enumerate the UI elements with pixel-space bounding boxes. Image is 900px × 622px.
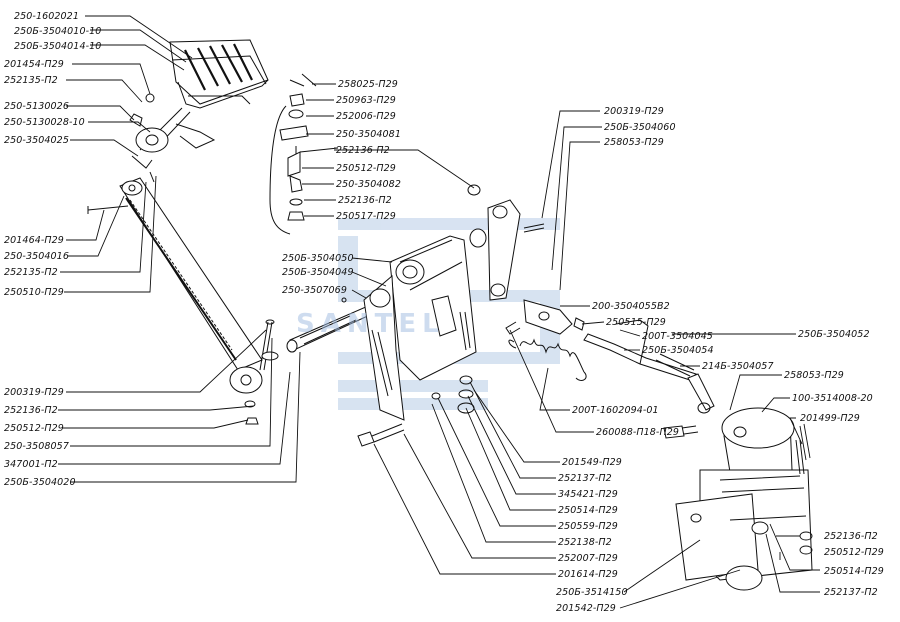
clevis-fork [505, 299, 585, 335]
part-label: 250559-П29 [558, 521, 618, 532]
pedal-bracket [363, 235, 477, 421]
part-label: 250515-П29 [606, 317, 666, 328]
part-label: 252135-П2 [4, 267, 58, 278]
part-label: 345421-П29 [558, 489, 618, 500]
part-label: 100-3514008-20 [792, 393, 873, 404]
part-label: 200Т-3504045 [642, 331, 713, 342]
part-label: 252137-П2 [558, 473, 612, 484]
pedal-pad [169, 39, 269, 109]
part-label: 252007-П29 [558, 553, 618, 564]
part-label: 250-3507069 [282, 285, 347, 296]
part-label: 200Т-1602094-01 [572, 405, 659, 416]
part-label: 250-5130026 [4, 101, 69, 112]
return-spring [508, 338, 587, 381]
adjust-rod [583, 319, 715, 414]
parts-group-bracket [269, 105, 291, 235]
part-label: 250Б-3504052 [798, 329, 870, 340]
part-label: 260088-П18-П29 [596, 427, 679, 438]
part-label: 250-5130028-10 [4, 117, 85, 128]
part-label: 250512-П29 [336, 163, 396, 174]
part-label: 250Б-3504050 [282, 253, 354, 264]
part-label: 250-3504082 [336, 179, 401, 190]
part-label: 250517-П29 [336, 211, 396, 222]
push-rod [87, 171, 263, 394]
part-label: 252006-П29 [336, 111, 396, 122]
parts-detail-group [279, 73, 317, 221]
part-label: 252137-П2 [824, 587, 878, 598]
watermark-text: SANTEL [296, 309, 445, 339]
part-label: 201454-П29 [4, 59, 64, 70]
part-label: 250Б-3504060 [604, 122, 676, 133]
part-label: 347001-П2 [4, 459, 58, 470]
part-label: 201549-П29 [562, 457, 622, 468]
part-label: 214Б-3504057 [702, 361, 774, 372]
part-label: 250-3504081 [336, 129, 401, 140]
part-label: 252136-П2 [338, 195, 392, 206]
rear-lever [467, 184, 545, 301]
part-label: 201499-П29 [800, 413, 860, 424]
part-label: 258053-П29 [604, 137, 664, 148]
part-label: 201542-П29 [556, 603, 616, 614]
part-label: 252136-П2 [336, 145, 390, 156]
part-label: 250-3508057 [4, 441, 69, 452]
part-label: 252138-П2 [558, 537, 612, 548]
part-label: 250Б-3504020 [4, 477, 76, 488]
part-label: 200-3504055В2 [592, 301, 670, 312]
bolt-vertical [244, 319, 279, 425]
leader-lines [58, 15, 820, 609]
part-label: 250963-П29 [336, 95, 396, 106]
part-label: 250-3504016 [4, 251, 69, 262]
part-label: 250514-П29 [558, 505, 618, 516]
part-label: 250Б-3504010-10 [14, 26, 101, 37]
part-label: 258053-П29 [784, 370, 844, 381]
part-label: 201464-П29 [4, 235, 64, 246]
part-label: 250Б-3504049 [282, 267, 354, 278]
part-label: 250Б-3514150 [556, 587, 628, 598]
part-label: 252135-П2 [4, 75, 58, 86]
part-label: 250514-П29 [824, 566, 884, 577]
part-label: 250-1602021 [14, 11, 79, 22]
part-label: 250510-П29 [4, 287, 64, 298]
part-label: 250Б-3504054 [642, 345, 714, 356]
pedal-lever [129, 93, 216, 169]
part-label: 252136-П2 [824, 531, 878, 542]
part-label: 252136-П2 [4, 405, 58, 416]
clevis-pin [663, 425, 699, 439]
part-label: 201614-П29 [558, 569, 618, 580]
part-label: 200319-П29 [4, 387, 64, 398]
part-label: 250512-П29 [824, 547, 884, 558]
part-label: 200319-П29 [604, 106, 664, 117]
part-label: 250Б-3504014-10 [14, 41, 101, 52]
part-label: 250512-П29 [4, 423, 64, 434]
part-label: 250-3504025 [4, 135, 69, 146]
bolt-lower-left [357, 423, 405, 447]
part-label: 258025-П29 [338, 79, 398, 90]
master-cylinder [675, 407, 813, 591]
